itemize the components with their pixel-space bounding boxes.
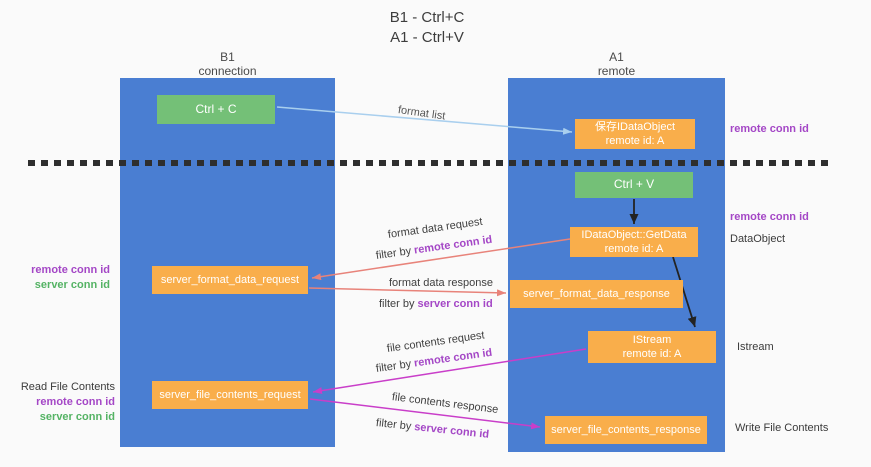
- title-line-1: B1 - Ctrl+C: [389, 9, 465, 26]
- server-file-contents-request-box: server_file_contents_request: [152, 381, 308, 409]
- server-conn-id-label-bottom-left: server conn id: [39, 410, 115, 423]
- remote-conn-id-label-top-right: remote conn id: [730, 123, 809, 135]
- getdata-line2: remote id: A: [604, 243, 664, 255]
- server-format-data-request-box: server_format_data_request: [152, 266, 308, 294]
- column-b1-subtitle: connection: [198, 64, 257, 79]
- server-format-data-response-label: server_format_data_response: [523, 287, 670, 300]
- save-idataobject-line1: 保存IDataObject: [594, 120, 676, 133]
- istream-line1: IStream: [632, 333, 672, 346]
- istream-line2: remote id: A: [622, 348, 682, 360]
- server-file-contents-response-label: server_file_contents_response: [551, 423, 701, 436]
- format-data-response-label: format data response: [389, 277, 493, 289]
- filter-by-text: filter by: [379, 298, 415, 310]
- remote-conn-id-label-bottom-left: remote conn id: [36, 395, 115, 408]
- read-file-contents-label: Read File Contents: [20, 381, 115, 393]
- column-a1-name: A1: [609, 50, 624, 64]
- ctrl-c-box: Ctrl + C: [157, 95, 275, 124]
- left-conn-id-group-top: remote conn id server conn id: [0, 263, 110, 293]
- file-contents-request-arrow: [312, 348, 587, 395]
- save-idataobject-line2: remote id: A: [605, 135, 665, 147]
- column-b1-name: B1: [220, 50, 235, 64]
- server-file-contents-response-box: server_file_contents_response: [545, 416, 707, 444]
- dataobject-label: DataObject: [730, 233, 786, 245]
- remote-conn-id-label-top-left: remote conn id: [31, 264, 110, 276]
- ctrl-v-box: Ctrl + V: [575, 172, 693, 198]
- idataobject-getdata-box: IDataObject::GetData remote id: A: [570, 227, 698, 257]
- left-conn-id-group-bottom: Read File Contents remote conn id server…: [0, 380, 115, 425]
- ctrl-c-label: Ctrl + C: [195, 101, 237, 116]
- title-line-2: A1 - Ctrl+V: [390, 29, 464, 47]
- getdata-line1: IDataObject::GetData: [581, 228, 687, 241]
- write-file-contents-label: Write File Contents: [735, 422, 829, 434]
- server-conn-id-label-top-left: server conn id: [34, 278, 110, 291]
- format-data-response-arrow: [308, 287, 507, 297]
- istream-box: IStream remote id: A: [588, 331, 716, 363]
- diagram-title: B1 - Ctrl+C A1 - Ctrl+V: [390, 8, 465, 49]
- column-header-b1: B1 connection: [120, 50, 335, 79]
- format-data-request-arrow: [311, 238, 571, 281]
- column-a1-subtitle: remote: [597, 64, 636, 79]
- server-format-data-response-box: server_format_data_response: [510, 280, 683, 308]
- format-list-arrow: [276, 106, 573, 135]
- istream-side-label: Istream: [737, 341, 774, 353]
- save-idataobject-box: 保存IDataObject remote id: A: [575, 119, 695, 149]
- server-format-data-request-label: server_format_data_request: [160, 273, 300, 286]
- copy-paste-divider-dashed-line: [28, 160, 833, 166]
- file-contents-response-arrow: [309, 398, 541, 430]
- remote-conn-id-label-mid-right: remote conn id: [730, 211, 809, 223]
- server-conn-id-filter-text: server conn id: [417, 298, 493, 310]
- getdata-to-istream-arrow: [672, 256, 697, 328]
- column-header-a1: A1 remote: [508, 50, 725, 79]
- ctrl-v-label: Ctrl + V: [613, 177, 655, 192]
- server-file-contents-request-label: server_file_contents_request: [159, 388, 301, 401]
